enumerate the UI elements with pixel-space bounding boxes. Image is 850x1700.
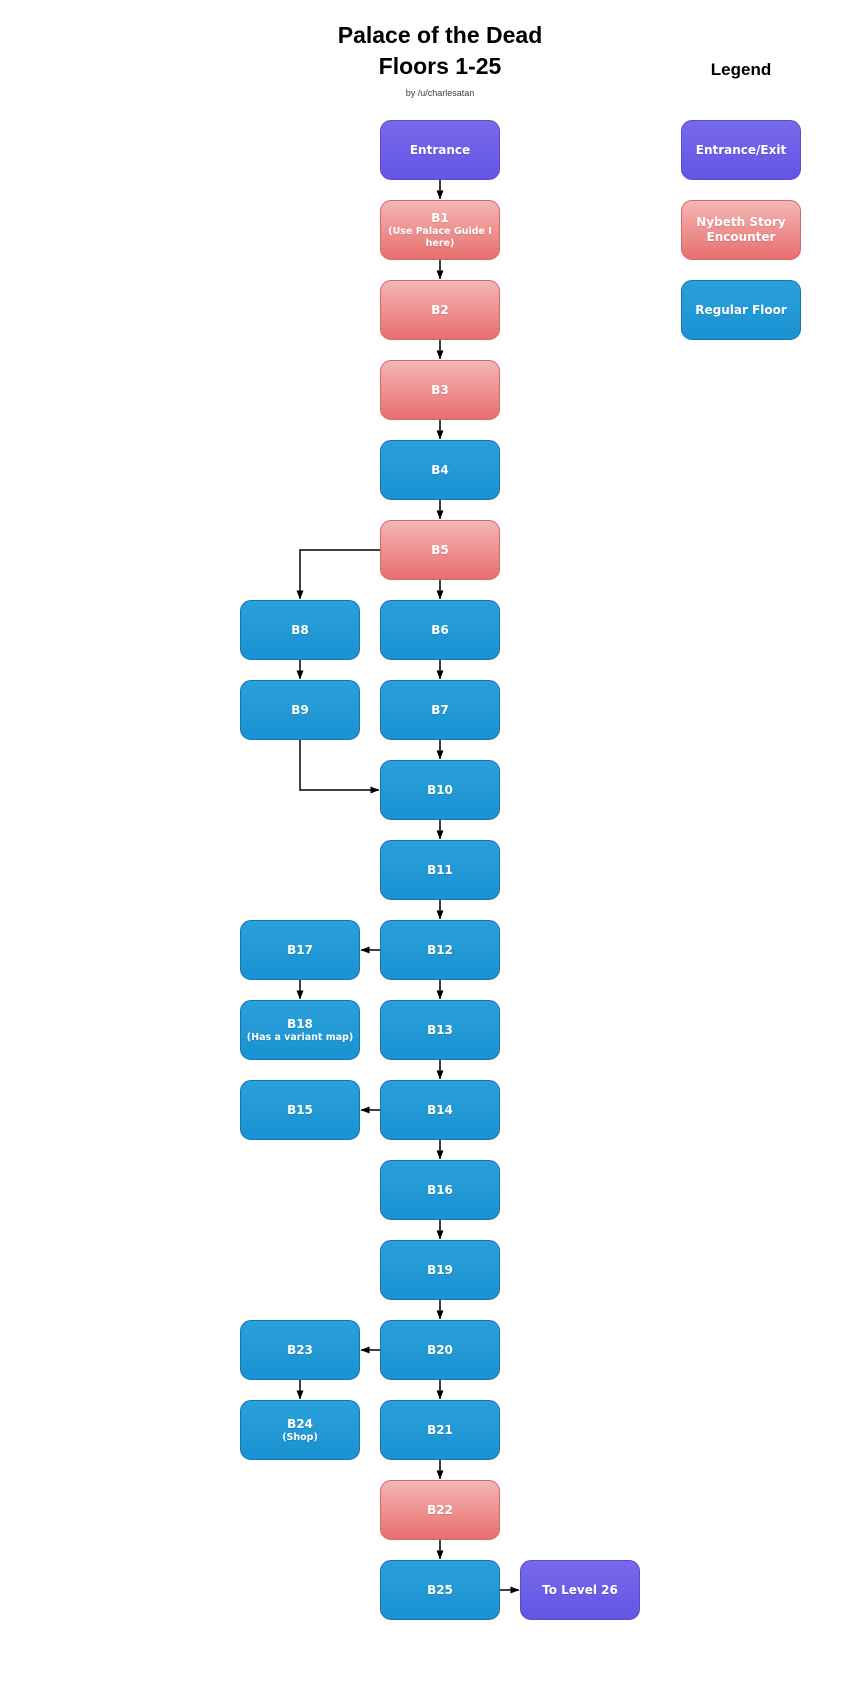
node-B8-label: B8 — [291, 622, 309, 637]
node-B13: B13 — [380, 1000, 500, 1060]
node-B8: B8 — [240, 600, 360, 660]
node-B14-label: B14 — [427, 1102, 453, 1117]
node-B18: B18(Has a variant map) — [240, 1000, 360, 1060]
node-B14: B14 — [380, 1080, 500, 1140]
node-entrance: Entrance — [380, 120, 500, 180]
node-B21-label: B21 — [427, 1422, 453, 1437]
node-B17-label: B17 — [287, 942, 313, 957]
node-B5: B5 — [380, 520, 500, 580]
node-B16-label: B16 — [427, 1182, 453, 1197]
node-B22-label: B22 — [427, 1502, 453, 1517]
node-B24: B24(Shop) — [240, 1400, 360, 1460]
node-B24-sublabel: (Shop) — [282, 1431, 318, 1443]
legend-item-regular: Regular Floor — [681, 280, 801, 340]
title-line-1: Palace of the Dead — [337, 22, 543, 48]
node-B2-label: B2 — [431, 302, 449, 317]
node-B4: B4 — [380, 440, 500, 500]
node-B12-label: B12 — [427, 942, 453, 957]
node-B1: B1(Use Palace Guide I here) — [380, 200, 500, 260]
legend-item-entrance-label: Entrance/Exit — [695, 142, 787, 157]
node-B22: B22 — [380, 1480, 500, 1540]
node-B4-label: B4 — [431, 462, 449, 477]
byline: by /u/charlesatan — [405, 88, 475, 98]
node-B2: B2 — [380, 280, 500, 340]
node-to26-label: To Level 26 — [542, 1582, 618, 1597]
node-B1-label: B1 — [431, 210, 449, 225]
node-B15-label: B15 — [287, 1102, 313, 1117]
node-B7: B7 — [380, 680, 500, 740]
edge-B9-to-B10 — [299, 740, 380, 794]
node-B10: B10 — [380, 760, 500, 820]
legend-item-story: Nybeth Story Encounter — [681, 200, 801, 260]
node-B20: B20 — [380, 1320, 500, 1380]
node-B23: B23 — [240, 1320, 360, 1380]
node-B11: B11 — [380, 840, 500, 900]
node-B19: B19 — [380, 1240, 500, 1300]
node-B9: B9 — [240, 680, 360, 740]
node-B9-label: B9 — [291, 702, 309, 717]
legend-item-entrance: Entrance/Exit — [681, 120, 801, 180]
node-B24-label: B24 — [287, 1416, 313, 1431]
node-B25-label: B25 — [427, 1582, 453, 1597]
node-B18-sublabel: (Has a variant map) — [246, 1031, 354, 1043]
title-line-2: Floors 1-25 — [378, 53, 502, 79]
node-B13-label: B13 — [427, 1022, 453, 1037]
node-B25: B25 — [380, 1560, 500, 1620]
node-B18-label: B18 — [287, 1016, 313, 1031]
node-B21: B21 — [380, 1400, 500, 1460]
node-B20-label: B20 — [427, 1342, 453, 1357]
legend-heading: Legend — [710, 60, 772, 79]
node-B17: B17 — [240, 920, 360, 980]
node-B16: B16 — [380, 1160, 500, 1220]
node-B5-label: B5 — [431, 542, 449, 557]
node-entrance-label: Entrance — [409, 142, 471, 157]
node-B23-label: B23 — [287, 1342, 313, 1357]
edge-B5-to-B8 — [296, 549, 380, 600]
node-B6-label: B6 — [431, 622, 449, 637]
node-B10-label: B10 — [427, 782, 453, 797]
legend-item-story-label: Nybeth Story Encounter — [696, 215, 786, 244]
legend-item-regular-label: Regular Floor — [695, 302, 787, 317]
node-B6: B6 — [380, 600, 500, 660]
node-B11-label: B11 — [427, 862, 453, 877]
node-B12: B12 — [380, 920, 500, 980]
node-B15: B15 — [240, 1080, 360, 1140]
page-title: Palace of the Dead Floors 1-25 by /u/cha… — [140, 20, 740, 98]
node-B3-label: B3 — [431, 382, 449, 397]
node-B1-sublabel: (Use Palace Guide I here) — [388, 225, 492, 249]
node-to26: To Level 26 — [520, 1560, 640, 1620]
node-B19-label: B19 — [427, 1262, 453, 1277]
node-B7-label: B7 — [431, 702, 449, 717]
node-B3: B3 — [380, 360, 500, 420]
